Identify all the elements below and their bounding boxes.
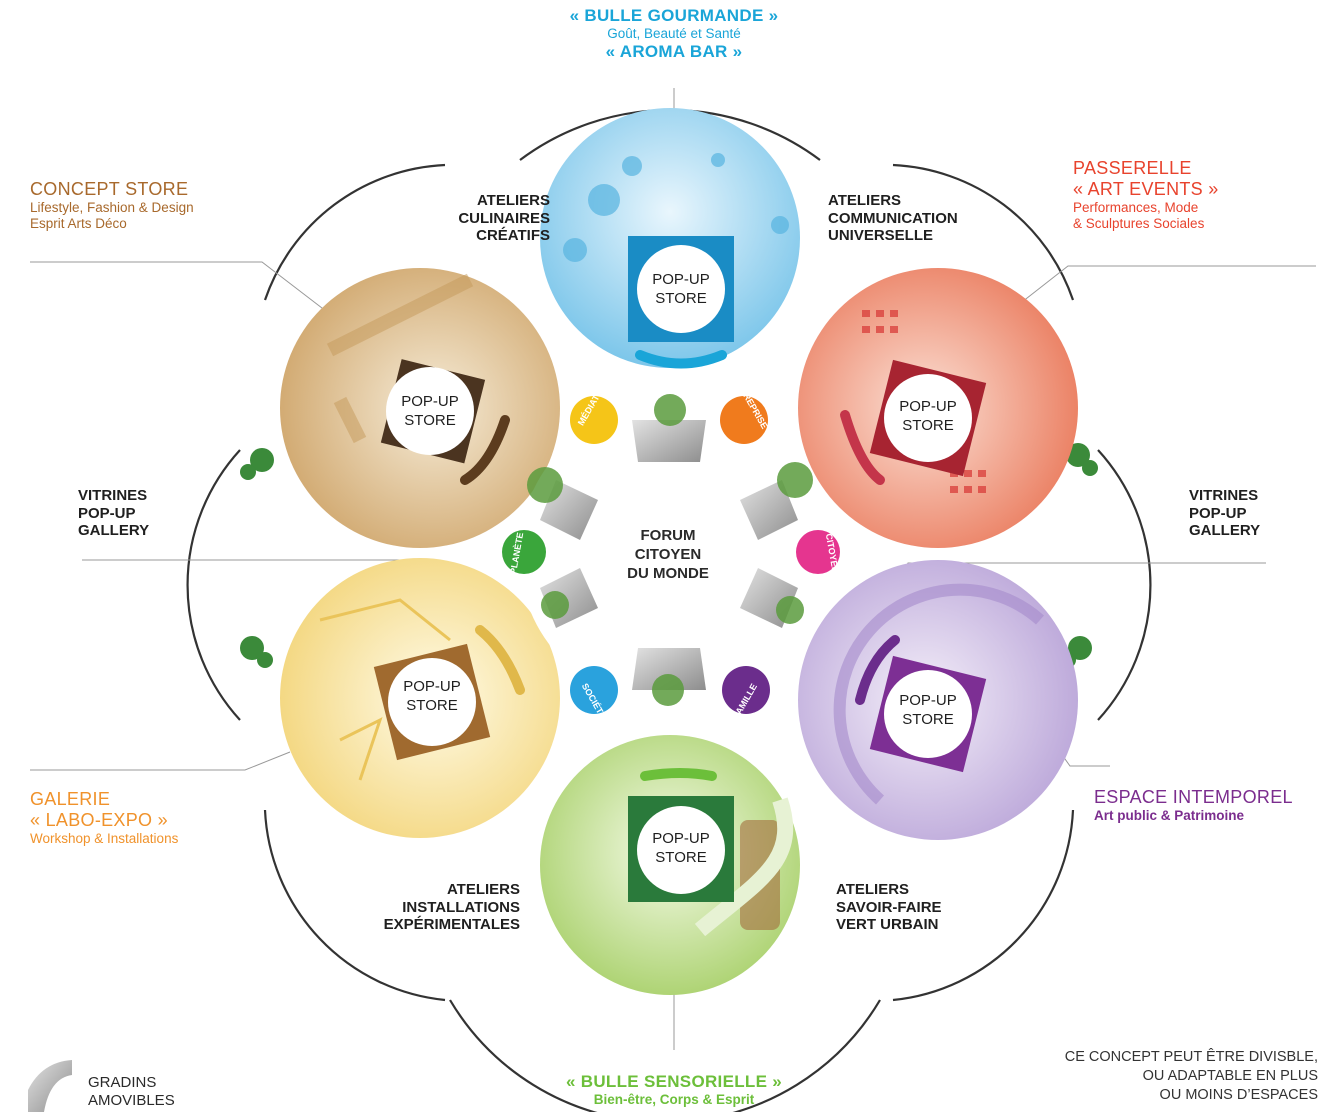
note-l2: OU ADAPTABLE EN PLUS bbox=[1142, 1067, 1318, 1084]
theme-badges bbox=[502, 396, 840, 714]
culinaires-l1: ATELIERS bbox=[476, 192, 550, 209]
passerelle-title: PASSERELLE bbox=[1073, 158, 1192, 178]
legend-l2: AMOVIBLES bbox=[88, 1091, 175, 1109]
communication-l3: UNIVERSELLE bbox=[828, 227, 934, 245]
galerie-title2: « LABO-EXPO » bbox=[30, 810, 168, 831]
gradins-icon bbox=[28, 1060, 72, 1112]
concept-title: CONCEPT STORE bbox=[30, 179, 189, 199]
forum-label: FORUM CITOYEN DU MONDE bbox=[608, 527, 728, 583]
popup-top-l2: STORE bbox=[655, 289, 707, 307]
popup-concept-l2: STORE bbox=[404, 411, 456, 429]
popup-passerelle-l2: STORE bbox=[902, 416, 954, 434]
note-l1: CE CONCEPT PEUT ÊTRE DIVISBLE, bbox=[1064, 1049, 1318, 1065]
savoir-l2: SAVOIR-FAIRE bbox=[836, 898, 942, 916]
concept-line2: Esprit Arts Déco bbox=[30, 216, 127, 232]
popup-concept-l1: POP-UP bbox=[401, 393, 459, 410]
vitrines-left-l3: GALLERY bbox=[78, 522, 150, 540]
communication-l2: COMMUNICATION bbox=[828, 209, 958, 227]
label-ateliers-savoir: ATELIERS SAVOIR-FAIRE VERT URBAIN bbox=[836, 881, 942, 934]
legend-gradins: GRADINS AMOVIBLES bbox=[88, 1074, 175, 1109]
label-ateliers-communication: ATELIERS COMMUNICATION UNIVERSELLE bbox=[828, 192, 958, 245]
label-ateliers-culinaires: ATELIERS CULINAIRES CRÉATIFS bbox=[410, 192, 550, 245]
vitrines-right-l3: GALLERY bbox=[1189, 522, 1261, 540]
vitrines-left-l1: VITRINES bbox=[78, 487, 148, 504]
installations-l1: ATELIERS bbox=[446, 881, 520, 898]
savoir-l3: VERT URBAIN bbox=[836, 916, 939, 934]
popup-top-l1: POP-UP bbox=[652, 271, 710, 288]
label-vitrines-left: VITRINES POP-UP GALLERY bbox=[78, 487, 149, 540]
popup-espace-l2: STORE bbox=[902, 710, 954, 728]
concept-note: CE CONCEPT PEUT ÊTRE DIVISBLE, OU ADAPTA… bbox=[968, 1048, 1318, 1105]
popup-galerie-l1: POP-UP bbox=[403, 678, 461, 695]
installations-l3: EXPÉRIMENTALES bbox=[383, 916, 520, 934]
culinaires-l2: CULINAIRES bbox=[458, 209, 550, 227]
label-passerelle: PASSERELLE « ART EVENTS » Performances, … bbox=[1073, 158, 1219, 232]
passerelle-line2: & Sculptures Sociales bbox=[1073, 216, 1205, 232]
note-l3: OU MOINS D’ESPACES bbox=[1159, 1086, 1318, 1103]
popup-squares bbox=[373, 236, 987, 902]
legend-l1: GRADINS bbox=[88, 1074, 157, 1091]
popup-espace-l1: POP-UP bbox=[899, 692, 957, 709]
forum-l2: CITOYEN bbox=[634, 545, 702, 563]
gourmande-sub: Goût, Beauté et Santé bbox=[607, 26, 741, 42]
sensorielle-sub: Bien-être, Corps & Esprit bbox=[593, 1092, 755, 1108]
popup-galerie-l2: STORE bbox=[406, 696, 458, 714]
forum-area bbox=[502, 394, 840, 714]
vitrines-left-l2: POP-UP bbox=[78, 504, 136, 522]
label-concept-store: CONCEPT STORE Lifestyle, Fashion & Desig… bbox=[30, 179, 194, 232]
galerie-line1: Workshop & Installations bbox=[30, 831, 179, 847]
forum-l1: FORUM bbox=[640, 527, 696, 544]
label-galerie: GALERIE « LABO-EXPO » Workshop & Install… bbox=[30, 789, 178, 847]
passerelle-title2: « ART EVENTS » bbox=[1073, 179, 1219, 200]
popup-sensorielle-l2: STORE bbox=[655, 848, 707, 866]
label-bulle-sensorielle: « BULLE SENSORIELLE » Bien-être, Corps &… bbox=[524, 1072, 824, 1108]
vitrines-right-l2: POP-UP bbox=[1189, 504, 1247, 522]
aroma-title: « AROMA BAR » bbox=[605, 41, 743, 61]
popup-passerelle-l1: POP-UP bbox=[899, 398, 957, 415]
espace-line1: Art public & Patrimoine bbox=[1094, 808, 1245, 824]
passerelle-line1: Performances, Mode bbox=[1073, 200, 1199, 216]
savoir-l1: ATELIERS bbox=[836, 881, 910, 898]
culinaires-l3: CRÉATIFS bbox=[476, 227, 550, 245]
galerie-title: GALERIE bbox=[30, 789, 111, 809]
communication-l1: ATELIERS bbox=[828, 192, 902, 209]
label-vitrines-right: VITRINES POP-UP GALLERY bbox=[1189, 487, 1260, 540]
label-ateliers-installations: ATELIERS INSTALLATIONS EXPÉRIMENTALES bbox=[380, 881, 520, 934]
sensorielle-title: « BULLE SENSORIELLE » bbox=[565, 1072, 782, 1091]
gourmande-title: « BULLE GOURMANDE » bbox=[569, 6, 779, 25]
vitrines-right-l1: VITRINES bbox=[1189, 487, 1259, 504]
label-espace: ESPACE INTEMPOREL Art public & Patrimoin… bbox=[1094, 787, 1293, 824]
label-bulle-gourmande: « BULLE GOURMANDE » Goût, Beauté et Sant… bbox=[524, 6, 824, 62]
forum-l3: DU MONDE bbox=[627, 564, 709, 582]
concept-line1: Lifestyle, Fashion & Design bbox=[30, 200, 194, 216]
installations-l2: INSTALLATIONS bbox=[402, 898, 520, 916]
espace-title: ESPACE INTEMPOREL bbox=[1094, 787, 1293, 807]
popup-sensorielle-l1: POP-UP bbox=[652, 830, 710, 847]
